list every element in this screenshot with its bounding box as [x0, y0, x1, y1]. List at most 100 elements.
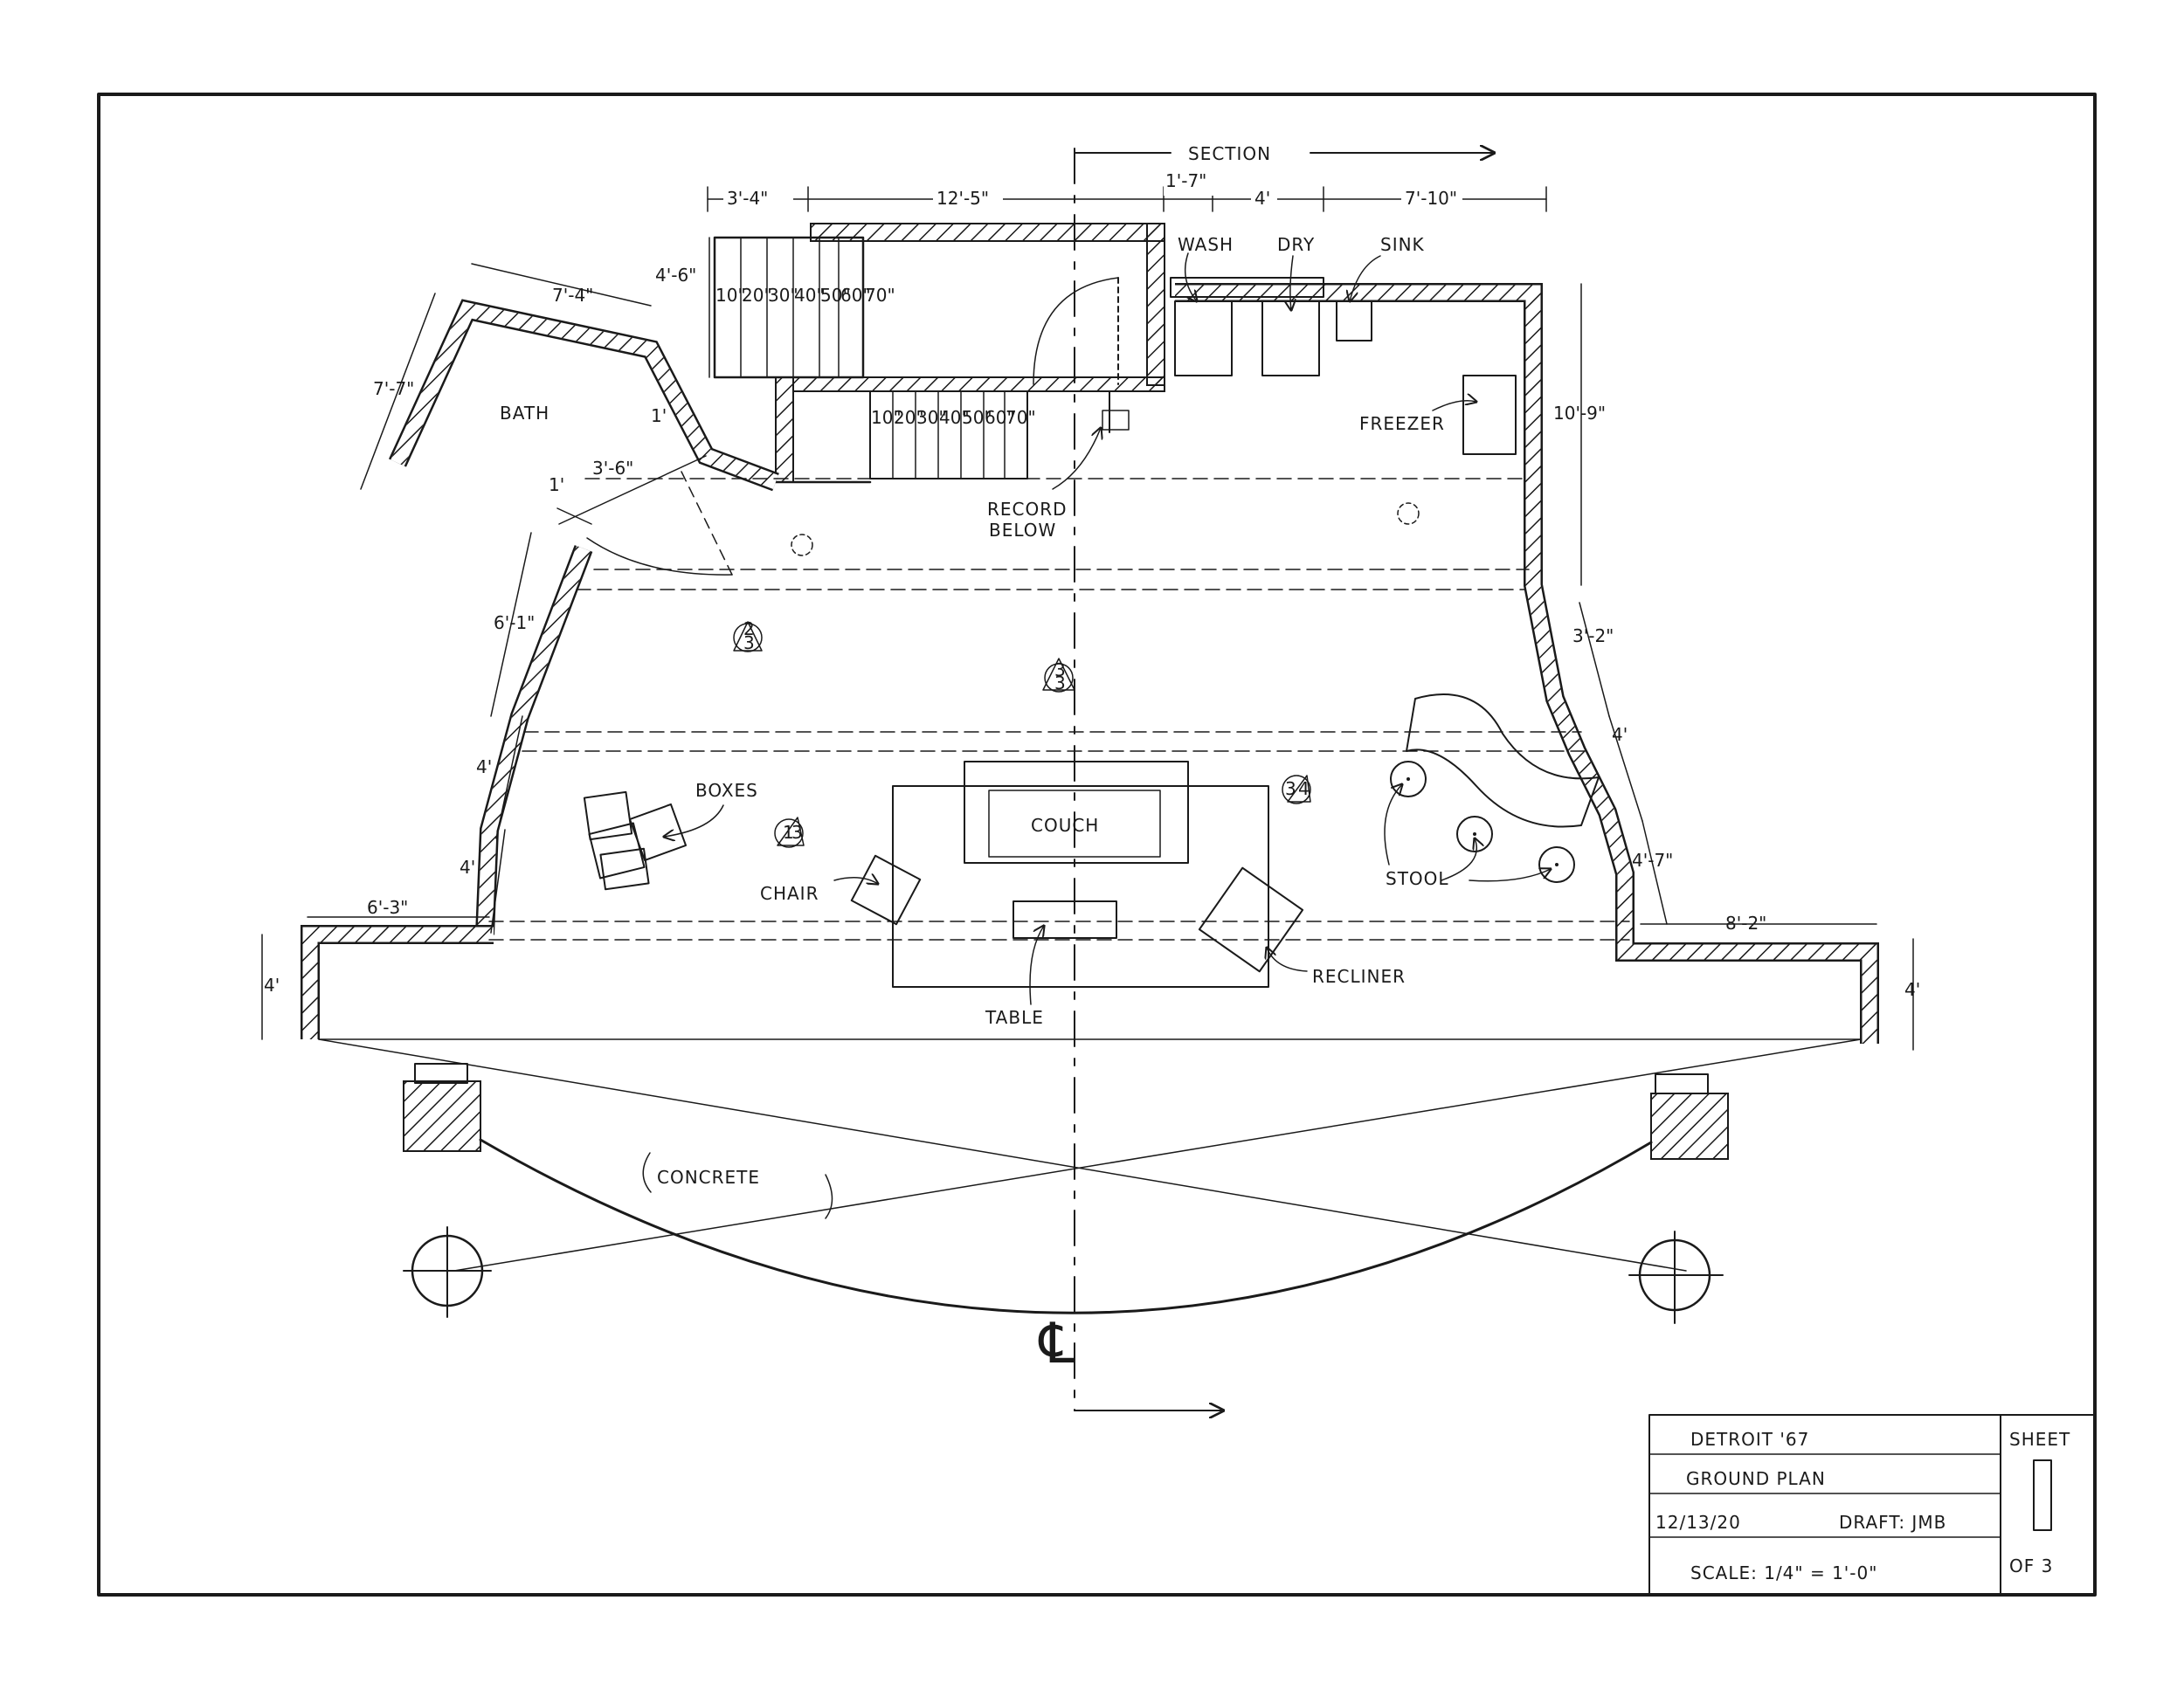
- left-dimensions: 6'-1" 4' 4' 6'-3" 4': [261, 507, 592, 1040]
- dim-12-5: 12'-5": [936, 188, 989, 209]
- dim-3-2: 3'-2": [1572, 625, 1614, 646]
- main-room-walls: [301, 283, 1879, 1044]
- dim-7-10: 7'-10": [1405, 188, 1457, 209]
- date: 12/13/20: [1655, 1512, 1741, 1533]
- svg-text:70": 70": [865, 285, 895, 306]
- dim-1-bath: 1': [651, 405, 667, 426]
- svg-text:1: 1: [783, 822, 794, 843]
- draft-initials: DRAFT: JMB: [1839, 1512, 1946, 1533]
- svg-text:60": 60": [840, 285, 871, 306]
- sheet-title: DETROIT '67: [1690, 1429, 1809, 1450]
- sink-label: SINK: [1380, 234, 1425, 255]
- stairwell-top-wall: [810, 223, 1165, 242]
- dim-8-2: 8'-2": [1725, 913, 1766, 934]
- table-label: TABLE: [985, 1007, 1044, 1028]
- svg-text:50": 50": [962, 407, 992, 428]
- svg-text:4: 4: [1298, 778, 1310, 799]
- svg-text:40": 40": [794, 285, 825, 306]
- concrete-label: CONCRETE: [657, 1167, 760, 1188]
- dim-4-7: 4'-7": [1632, 850, 1673, 871]
- recliner-label: RECLINER: [1312, 966, 1406, 987]
- sheet-label: SHEET: [2009, 1429, 2070, 1450]
- svg-text:2: 2: [743, 618, 755, 639]
- section-arrow-top: SECTION: [1074, 143, 1494, 164]
- svg-text:40": 40": [939, 407, 970, 428]
- dim-4-left1: 4': [476, 756, 492, 777]
- svg-text:50": 50": [820, 285, 851, 306]
- couch: COUCH: [892, 761, 1269, 988]
- stairwell-left-stub: [775, 376, 794, 483]
- centerline-symbol: ℄: [1038, 1312, 1075, 1376]
- section-label: SECTION: [1188, 143, 1271, 164]
- table: TABLE: [985, 900, 1117, 1028]
- freezer-label: FREEZER: [1359, 413, 1445, 434]
- record-label: RECORD: [987, 499, 1068, 520]
- position-marker: 3 4: [1282, 775, 1311, 804]
- svg-text:70": 70": [1006, 407, 1036, 428]
- chair: CHAIR: [760, 854, 922, 926]
- position-marker: 3 3: [1042, 658, 1075, 693]
- boxes-label: BOXES: [695, 780, 758, 801]
- right-dimensions: 10'-9" 3'-2" 4' 4'-7" 8'-2" 4': [1553, 283, 1920, 1051]
- drawing-name: GROUND PLAN: [1686, 1468, 1826, 1489]
- recliner: RECLINER: [1198, 866, 1406, 987]
- dim-4-right: 4': [1612, 724, 1628, 745]
- svg-text:3: 3: [1054, 673, 1066, 693]
- couch-label: COUCH: [1031, 815, 1099, 836]
- target-right: [1628, 1231, 1724, 1324]
- boxes: BOXES: [583, 780, 758, 891]
- dim-4-apron-left: 4': [264, 975, 280, 996]
- svg-text:10": 10": [715, 285, 746, 306]
- curved-counter: [1406, 693, 1600, 828]
- record-below-label: BELOW: [989, 520, 1056, 541]
- bath-label: BATH: [500, 403, 549, 424]
- dim-6-1: 6'-1": [494, 612, 535, 633]
- dim-3-6: 3'-6": [592, 458, 633, 479]
- dim-10-9: 10'-9": [1553, 403, 1606, 424]
- svg-text:3: 3: [791, 822, 803, 843]
- stools: STOOL: [1384, 761, 1575, 889]
- scale: SCALE: 1/4" = 1'-0": [1690, 1562, 1877, 1583]
- svg-text:30": 30": [768, 285, 798, 306]
- svg-text:60": 60": [985, 407, 1015, 428]
- dim-4-apron-right: 4': [1904, 979, 1920, 1000]
- title-block: DETROIT '67 GROUND PLAN 12/13/20 DRAFT: …: [1648, 1414, 2096, 1596]
- wash-label: WASH: [1178, 234, 1234, 255]
- svg-text:10": 10": [871, 407, 902, 428]
- lower-stair: 10" 20" 30" 40" 50" 60" 70": [869, 390, 1036, 479]
- dim-4-top: 4': [1254, 188, 1270, 209]
- svg-text:20": 20": [742, 285, 772, 306]
- dim-7-4: 7'-4": [552, 285, 593, 306]
- target-left: [403, 1226, 492, 1318]
- freezer: [1462, 375, 1517, 455]
- top-dimension-string: 3'-4" 12'-5" 1'-7" 4' 7'-10": [707, 170, 1547, 212]
- dim-7-7: 7'-7": [373, 378, 414, 399]
- dim-4-6: 4'-6": [655, 265, 696, 286]
- post-circle-right: [1397, 502, 1420, 525]
- stairwell-door-swing: [1033, 277, 1119, 385]
- post-circle-left: [791, 534, 813, 556]
- sheet-count: OF 3: [2009, 1555, 2053, 1576]
- position-marker: 2 3: [733, 618, 763, 653]
- dim-4-left2: 4': [460, 857, 475, 878]
- stool-label: STOOL: [1386, 868, 1449, 889]
- svg-text:3: 3: [1285, 778, 1296, 799]
- dim-6-3: 6'-3": [367, 897, 408, 918]
- svg-text:30": 30": [916, 407, 947, 428]
- sheet-border: [97, 93, 2097, 1597]
- bath: BATH: [388, 299, 779, 576]
- chair-label: CHAIR: [760, 883, 819, 904]
- svg-text:3: 3: [1054, 659, 1066, 680]
- step-lines: [488, 478, 1630, 941]
- stairwell-lower-wall: [792, 376, 1165, 392]
- apron: CONCRETE: [318, 1038, 1862, 1314]
- dim-1-left: 1': [549, 474, 564, 495]
- upper-stair: 10" 20" 30" 40" 50" 60" 70": [713, 236, 895, 379]
- svg-text:20": 20": [894, 407, 924, 428]
- dim-3-4: 3'-4": [727, 188, 768, 209]
- dry-label: DRY: [1277, 234, 1315, 255]
- svg-text:3: 3: [743, 632, 755, 653]
- dim-1-7: 1'-7": [1165, 170, 1206, 191]
- stairwell-right-wall: [1146, 223, 1165, 386]
